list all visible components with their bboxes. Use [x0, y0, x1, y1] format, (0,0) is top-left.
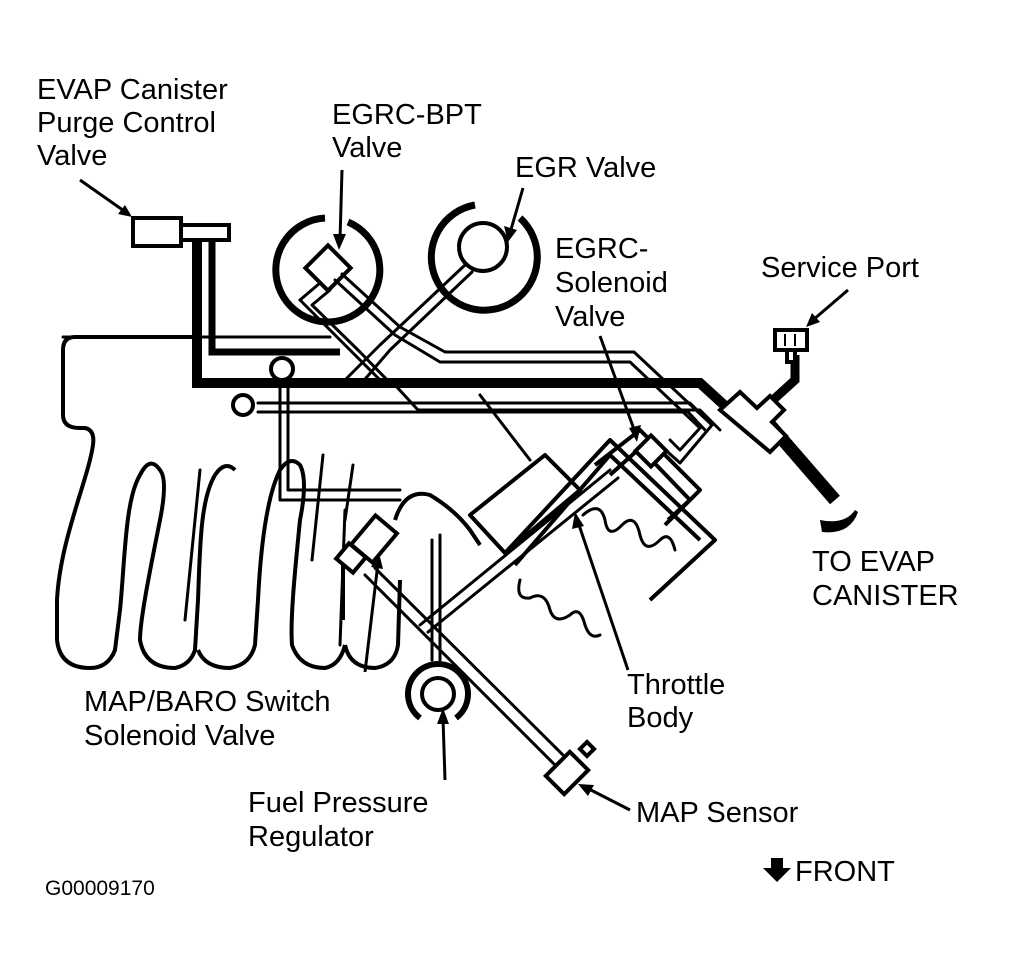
label-line: Service Port [761, 252, 919, 284]
label-line: CANISTER [812, 580, 959, 612]
service-port-assembly [716, 328, 809, 455]
label-fuel-pressure-regulator: Fuel Pressure Regulator [248, 787, 429, 853]
label-line: Throttle [627, 669, 725, 701]
label-line: Purge Control [37, 107, 216, 139]
front-indicator: FRONT [763, 856, 895, 888]
label-line: Solenoid Valve [84, 720, 275, 752]
label-line: EGR Valve [515, 152, 656, 184]
label-line: MAP Sensor [636, 797, 799, 829]
label-line: Body [627, 702, 694, 734]
label-line: Valve [37, 140, 107, 172]
vacuum-lines [231, 356, 722, 502]
map-baro-solenoid-valve [333, 468, 620, 772]
label-map-baro-solenoid-valve: MAP/BARO Switch Solenoid Valve [84, 686, 331, 752]
egr-valve [343, 201, 541, 387]
label-egr-valve: EGR Valve [515, 152, 656, 184]
map-sensor [542, 739, 597, 798]
label-evap-purge-control-valve: EVAP Canister Purge Control Valve [37, 74, 228, 172]
arrow-down-icon [763, 858, 791, 882]
label-line: EVAP Canister [37, 74, 228, 106]
label-line: Solenoid [555, 267, 668, 299]
figure-code: G00009170 [45, 877, 155, 900]
label-map-sensor: MAP Sensor [636, 797, 799, 829]
intake-manifold [55, 335, 482, 670]
label-line: EGRC- [555, 233, 648, 265]
throttle-body [468, 428, 717, 638]
label-service-port: Service Port [761, 252, 919, 284]
label-line: Valve [332, 132, 402, 164]
label-throttle-body: Throttle Body [627, 669, 725, 734]
front-label: FRONT [795, 856, 895, 888]
label-line: Regulator [248, 821, 374, 853]
label-to-evap-canister: TO EVAP CANISTER [812, 546, 959, 612]
label-egrc-bpt-valve: EGRC-BPT Valve [332, 99, 482, 164]
label-egrc-solenoid-valve: EGRC- Solenoid Valve [555, 233, 668, 333]
label-line: MAP/BARO Switch [84, 686, 331, 718]
fuel-pressure-regulator [405, 661, 471, 721]
label-line: Fuel Pressure [248, 787, 429, 819]
label-line: Valve [555, 301, 625, 333]
leader-arrows [79, 169, 849, 812]
label-line: TO EVAP [812, 546, 935, 578]
label-line: EGRC-BPT [332, 99, 482, 131]
